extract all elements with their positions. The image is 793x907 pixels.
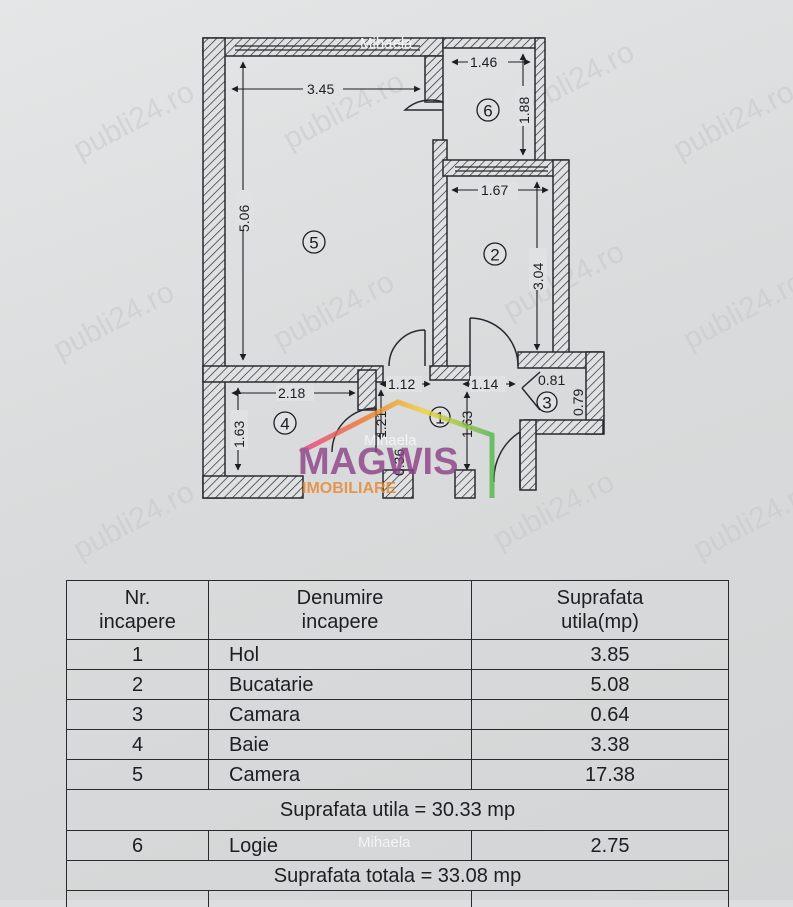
wall-hall-top <box>430 366 470 380</box>
cell-nr: 2 <box>67 670 209 700</box>
wall-kitchen-right <box>553 160 569 355</box>
area-table: Nr. incapere Denumire incapere Suprafata… <box>66 580 729 907</box>
watermark-site-8: publi24.ro <box>678 265 793 356</box>
cell-nr: 5 <box>67 760 209 790</box>
table-row: 3 Camara 0.64 <box>67 700 729 730</box>
watermark-site-4: publi24.ro <box>668 75 793 166</box>
cell-nr: 3 <box>67 700 209 730</box>
cell-area: 5.08 <box>472 670 729 700</box>
wall-bath-top <box>203 366 383 382</box>
cell-name: Bucatarie <box>209 670 472 700</box>
watermark-site-11: publi24.ro <box>688 475 793 566</box>
wall-hall-right <box>520 420 536 490</box>
cell-area: 0.64 <box>472 700 729 730</box>
floor-plan-drawing: publi24.ro publi24.ro publi24.ro publi24… <box>0 0 793 580</box>
table-row: 1 Hol 3.85 <box>67 640 729 670</box>
wall-loggia-right <box>535 38 545 163</box>
room-number-4: 4 <box>280 415 289 434</box>
cell-nr: 1 <box>67 640 209 670</box>
table-row <box>67 891 729 907</box>
empty-cell <box>67 891 209 907</box>
wall-room5-right-upper <box>425 56 443 102</box>
watermark-site-2: publi24.ro <box>278 65 410 156</box>
room-number-6: 6 <box>483 102 492 121</box>
dim-room3-width: 0.81 <box>538 372 565 388</box>
watermark-site-6: publi24.ro <box>268 265 400 356</box>
dim-room6-width: 1.46 <box>470 54 497 70</box>
cell-area: 3.85 <box>472 640 729 670</box>
cell-name: Logie <box>209 831 472 861</box>
watermark-name-bottom: Mihaela <box>358 834 411 851</box>
header-name: Denumire incapere <box>209 581 472 640</box>
dim-hall-width-left: 1.12 <box>388 376 415 392</box>
cell-area: 2.75 <box>472 831 729 861</box>
total-area: Suprafata totala = 33.08 mp <box>67 861 729 891</box>
wall-left <box>203 38 225 498</box>
room-number-5: 5 <box>309 234 318 253</box>
dim-room4-width: 2.18 <box>278 385 305 401</box>
door-room5 <box>389 330 425 366</box>
watermark-site-5: publi24.ro <box>48 275 180 366</box>
dim-room4-height: 1.63 <box>231 421 247 448</box>
cell-name: Hol <box>209 640 472 670</box>
dim-room5-width: 3.45 <box>307 81 334 97</box>
door-kitchen <box>470 318 518 366</box>
cell-name: Camara <box>209 700 472 730</box>
watermark-site-9: publi24.ro <box>68 475 200 566</box>
cell-nr: 6 <box>67 831 209 861</box>
dim-room6-height: 1.88 <box>516 97 532 124</box>
door-entrance <box>494 432 520 488</box>
header-nr: Nr. incapere <box>67 581 209 640</box>
table-header-row: Nr. incapere Denumire incapere Suprafata… <box>67 581 729 640</box>
room-number-3: 3 <box>542 394 551 413</box>
table-row: 4 Baie 3.38 <box>67 730 729 760</box>
logo-text-imobiliare: IMOBILIARE <box>302 480 397 497</box>
wall-bath-bottom <box>203 476 303 498</box>
wall-bath-right <box>358 370 376 410</box>
wall-kitchen-top <box>443 160 568 176</box>
dim-room2-height: 3.04 <box>530 263 546 290</box>
wall-loggia-top <box>443 38 543 48</box>
watermark-name-top: Mihaela <box>360 35 413 52</box>
cell-nr: 4 <box>67 730 209 760</box>
cell-name: Camera <box>209 760 472 790</box>
cell-area: 3.38 <box>472 730 729 760</box>
watermark-site-1: publi24.ro <box>68 75 200 166</box>
room-number-2: 2 <box>490 246 499 265</box>
table-row: 2 Bucatarie 5.08 <box>67 670 729 700</box>
empty-cell <box>209 891 472 907</box>
empty-cell <box>472 891 729 907</box>
background-watermarks: publi24.ro publi24.ro publi24.ro publi24… <box>48 35 793 566</box>
dim-room2-width: 1.67 <box>481 182 508 198</box>
table-row: 5 Camera 17.38 <box>67 760 729 790</box>
header-area: Suprafata utila(mp) <box>472 581 729 640</box>
dim-hall-width-right: 1.14 <box>471 376 498 392</box>
cell-area: 17.38 <box>472 760 729 790</box>
dim-room3-height: 0.79 <box>570 389 586 416</box>
watermark-name-middle: Mihaela <box>364 432 417 449</box>
useful-area-total: Suprafata utila = 30.33 mp <box>67 790 729 831</box>
dim-room5-height: 5.06 <box>236 205 252 232</box>
cell-name: Baie <box>209 730 472 760</box>
door-loggia <box>405 100 443 140</box>
total-area-row: Suprafata totala = 33.08 mp <box>67 861 729 891</box>
watermark-site-10: publi24.ro <box>488 465 620 556</box>
useful-area-total-row: Suprafata utila = 30.33 mp <box>67 790 729 831</box>
